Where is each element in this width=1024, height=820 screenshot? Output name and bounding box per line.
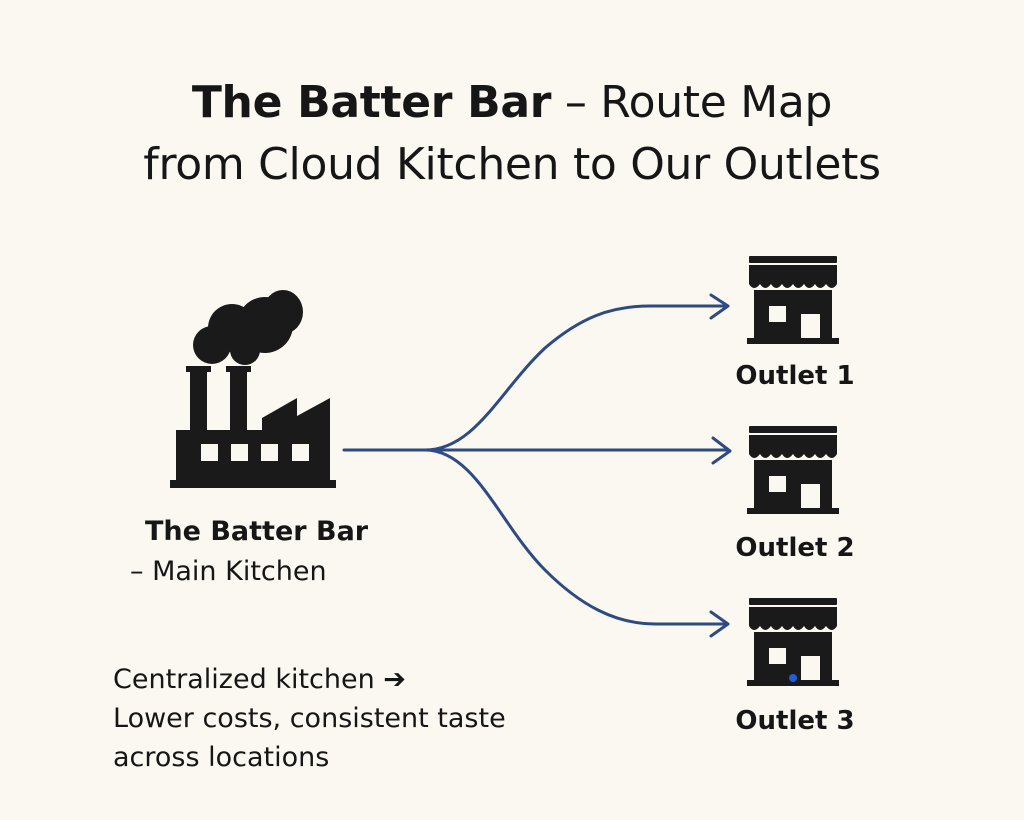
title-route-map: – Route Map	[551, 77, 833, 128]
outlet-1-label: Outlet 1	[735, 361, 855, 391]
title-line-2: from Cloud Kitchen to Our Outlets	[143, 139, 881, 190]
benefit-note: Centralized kitchen ➔ Lower costs, consi…	[113, 660, 573, 777]
route-to-outlet-3	[423, 448, 727, 626]
location-marker-dot	[789, 674, 797, 682]
arrowhead-outlet-2	[711, 436, 732, 465]
diagram-title: The Batter Bar – Route Map from Cloud Ki…	[0, 72, 1024, 196]
factory-icon	[170, 290, 336, 488]
storefront-icon-outlet-3	[747, 598, 839, 686]
arrowhead-outlet-3	[709, 610, 730, 638]
note-line-2: Lower costs, consistent taste	[113, 703, 506, 734]
outlet-2-label: Outlet 2	[735, 533, 855, 563]
main-kitchen-label: The Batter Bar – Main Kitchen	[130, 512, 390, 592]
route-to-outlet-1	[342, 304, 727, 452]
kitchen-subtitle: – Main Kitchen	[130, 556, 327, 587]
arrowhead-outlet-1	[709, 293, 730, 320]
note-line-3: across locations	[113, 742, 330, 773]
kitchen-name: The Batter Bar	[145, 516, 369, 547]
title-line-1: The Batter Bar – Route Map	[0, 72, 1024, 134]
title-brand: The Batter Bar	[191, 77, 552, 128]
storefront-icon-outlet-1	[747, 256, 839, 344]
note-line-1: Centralized kitchen ➔	[113, 664, 406, 695]
outlet-3-label: Outlet 3	[735, 706, 855, 736]
storefront-icon-outlet-2	[747, 426, 839, 514]
